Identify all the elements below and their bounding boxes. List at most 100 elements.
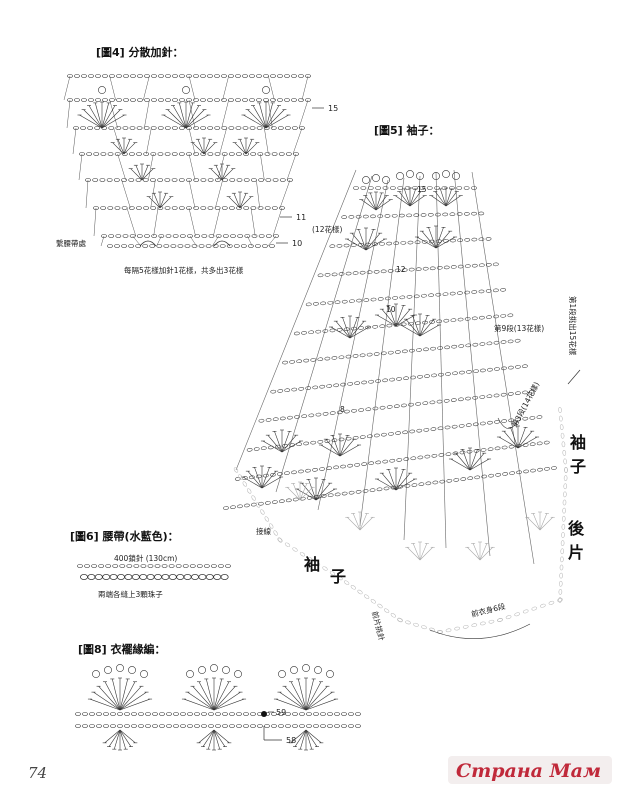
chain-stitch (464, 264, 471, 268)
chain-stitch (415, 402, 422, 406)
fan-stitch (376, 314, 397, 327)
chain-stitch (81, 98, 87, 102)
fan-stitch (119, 698, 151, 711)
chain-stitch (221, 152, 228, 156)
fan-stitch (365, 195, 377, 211)
chain-stitch (208, 712, 214, 716)
fan-stitch (469, 452, 485, 471)
v-stitch (109, 75, 116, 101)
fan-stitch (399, 191, 411, 207)
fan-stitch (445, 195, 461, 207)
v-stitch (126, 207, 137, 237)
chain-stitch (548, 600, 555, 605)
chain-stitch (277, 537, 283, 543)
chain-stitch (121, 244, 127, 248)
fig8-edging-chart (75, 664, 361, 751)
chain-stitch (384, 214, 391, 218)
fig6-title: [圖6] 腰帶(水藍色)： (70, 529, 179, 543)
chain-stitch (508, 365, 514, 370)
chain-stitch (235, 74, 241, 78)
chain-stitch (121, 178, 127, 182)
chain-stitch (443, 265, 450, 270)
fan-stitch (428, 227, 437, 249)
chain-stitch (423, 347, 429, 352)
fan-stitch (228, 196, 241, 209)
fan-stitch (435, 230, 451, 249)
fan-stitch (332, 435, 341, 457)
chain-stitch (353, 186, 359, 190)
picot (452, 172, 460, 180)
chain-stitch (354, 381, 361, 385)
fan-stitch (247, 470, 263, 489)
chain-stitch (236, 724, 242, 728)
chain-stitch (370, 297, 377, 302)
watermark-background (448, 756, 612, 784)
chain-stitch (277, 472, 283, 476)
chain-stitch (131, 712, 137, 716)
chain-stitch (341, 215, 348, 219)
chain-stitch (445, 452, 452, 456)
chain-stitch (292, 126, 298, 130)
chain-stitch (77, 564, 83, 568)
fan-stitch (213, 729, 221, 750)
fan-stitch (419, 324, 440, 337)
chain-stitch (172, 74, 178, 78)
v-stitch (93, 207, 97, 237)
chain-stitch (284, 542, 291, 547)
chain-stitch (250, 152, 257, 156)
chain-stitch (543, 440, 550, 445)
chain-stitch (264, 516, 269, 522)
chain-stitch (96, 712, 102, 716)
chain-stitch (308, 330, 315, 335)
chain-stitch (331, 272, 338, 277)
chain-stitch (108, 234, 115, 238)
chain-stitch (136, 234, 143, 238)
chain-stitch (560, 432, 565, 439)
chain-stitch (397, 617, 403, 623)
fan-stitch (395, 478, 416, 491)
fan-stitch (213, 678, 223, 711)
chain-stitch (373, 352, 380, 356)
fig5-row1-note: 第1段挑出15花樣 (568, 296, 578, 356)
chain-stitch (260, 509, 265, 515)
fan-stitch (203, 139, 211, 155)
v-stitch (188, 207, 196, 237)
fan-stitch (94, 102, 103, 129)
chain-stitch (396, 377, 402, 381)
chain-stitch (429, 320, 435, 324)
chain-stitch (129, 152, 135, 156)
chain-stitch (324, 273, 331, 277)
chain-stitch (284, 388, 291, 393)
chain-stitch (271, 152, 278, 156)
chain-stitch (326, 384, 333, 388)
fan-stitch (339, 444, 360, 457)
brace (429, 623, 531, 639)
chain-stitch (327, 300, 334, 305)
chain-stitch (464, 290, 470, 295)
chain-stitch (122, 126, 129, 130)
fan-stitch (358, 229, 367, 251)
chain-stitch (530, 468, 536, 473)
chain-stitch (487, 420, 493, 425)
chain-stitch (430, 427, 437, 431)
chain-stitch (193, 152, 200, 156)
chain-stitch (313, 724, 319, 728)
chain-stitch (457, 264, 464, 269)
fig5-back-1: 後 (568, 519, 585, 538)
chain-stitch (234, 477, 241, 481)
fan-stitch (203, 142, 216, 155)
chain-stitch (385, 296, 391, 301)
fan-stitch (292, 483, 301, 501)
chain-stitch (150, 126, 157, 130)
chain-stitch (320, 724, 326, 728)
chain-stitch (186, 152, 192, 156)
chain-stitch (201, 234, 208, 238)
chain-stitch (165, 234, 172, 238)
chain-stitch (285, 152, 292, 156)
fan-stitch (213, 729, 226, 747)
chain-stitch (221, 206, 228, 210)
chain-stitch (164, 152, 171, 156)
chain-stitch (317, 440, 324, 444)
fig8-row-58: 58 (286, 736, 296, 745)
fig8-title: [圖8] 衣襬緣編： (78, 642, 166, 656)
